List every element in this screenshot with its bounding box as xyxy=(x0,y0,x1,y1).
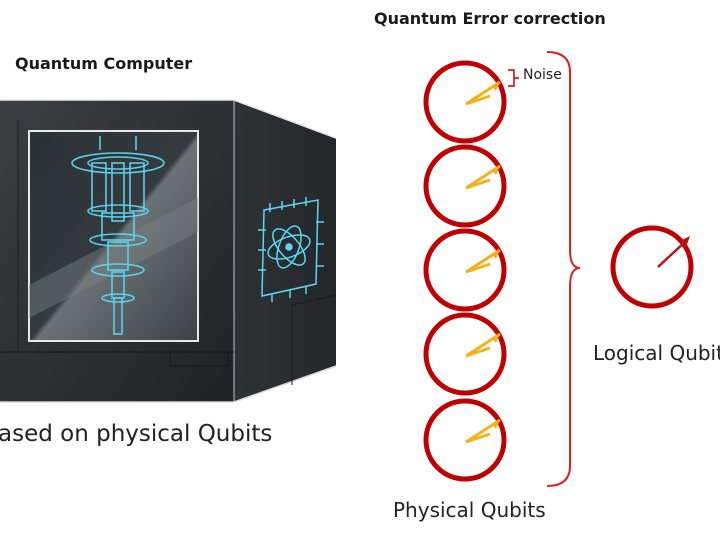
noise-bracket xyxy=(508,69,519,87)
grouping-brace xyxy=(546,51,581,487)
physical-qubit xyxy=(423,398,507,482)
physical-qubits-basis-caption: ased on physical Qubits xyxy=(0,421,273,447)
quantum-computer-title: Quantum Computer xyxy=(15,54,193,73)
physical-qubits-caption: Physical Qubits xyxy=(393,498,546,522)
cabinet-side xyxy=(234,100,336,402)
error-correction-title: Quantum Error correction xyxy=(374,9,606,28)
logical-qubit-caption: Logical Qubit xyxy=(593,341,720,365)
physical-qubit xyxy=(423,144,507,228)
physical-qubit xyxy=(423,312,507,396)
logical-qubit xyxy=(610,225,694,309)
physical-qubit xyxy=(423,60,507,144)
atom-icon xyxy=(258,197,324,302)
quantum-chip-icon xyxy=(71,136,165,335)
physical-qubit xyxy=(423,228,507,312)
noise-label: Noise xyxy=(523,67,562,83)
